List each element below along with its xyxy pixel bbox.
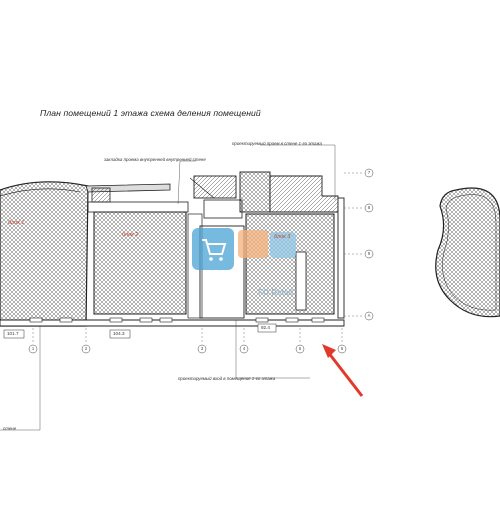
watermark-text: FO Retail: [258, 288, 294, 297]
axis-bottom-4: 4: [242, 346, 246, 351]
room-label-2: блок 2: [122, 232, 139, 238]
axis-right-7: 7: [367, 170, 371, 175]
plan-title: План помещений 1 этажа схема деления пом…: [40, 108, 261, 118]
dimension-3: 92.4: [261, 325, 270, 330]
axis-bottom-1: 1: [31, 346, 35, 351]
axis-right-a: A: [367, 313, 371, 318]
axis-bottom-6: 6: [340, 346, 344, 351]
stair-core: [193, 175, 237, 199]
room-label-3: блок 3: [274, 234, 291, 240]
room-block-1: [0, 181, 89, 327]
note-window-opening: проектируемый проем в стене 1-го этажа: [232, 141, 322, 146]
axis-bottom-2: 2: [84, 346, 88, 351]
note-wall-closure: закладка проема внутренней внутренней ст…: [104, 157, 206, 162]
axis-bottom-5: 5: [298, 346, 302, 351]
note-bottom-left: стене: [3, 426, 17, 431]
watermark-logo: [192, 228, 296, 270]
red-arrow: [322, 344, 364, 397]
room-detached: [435, 187, 500, 318]
note-entrance: проектируемый вход в помещение 1-го этаж…: [178, 376, 276, 381]
room-block-3: [245, 213, 335, 315]
room-label-1: блок 1: [8, 220, 25, 226]
dimension-2: 104.3: [113, 331, 125, 336]
room-block-2: [93, 211, 187, 315]
axis-right-8: 8: [367, 205, 371, 210]
axis-right-9: 9: [367, 251, 371, 256]
dimension-1: 101.7: [7, 331, 19, 336]
axis-bottom-3: 3: [200, 346, 204, 351]
